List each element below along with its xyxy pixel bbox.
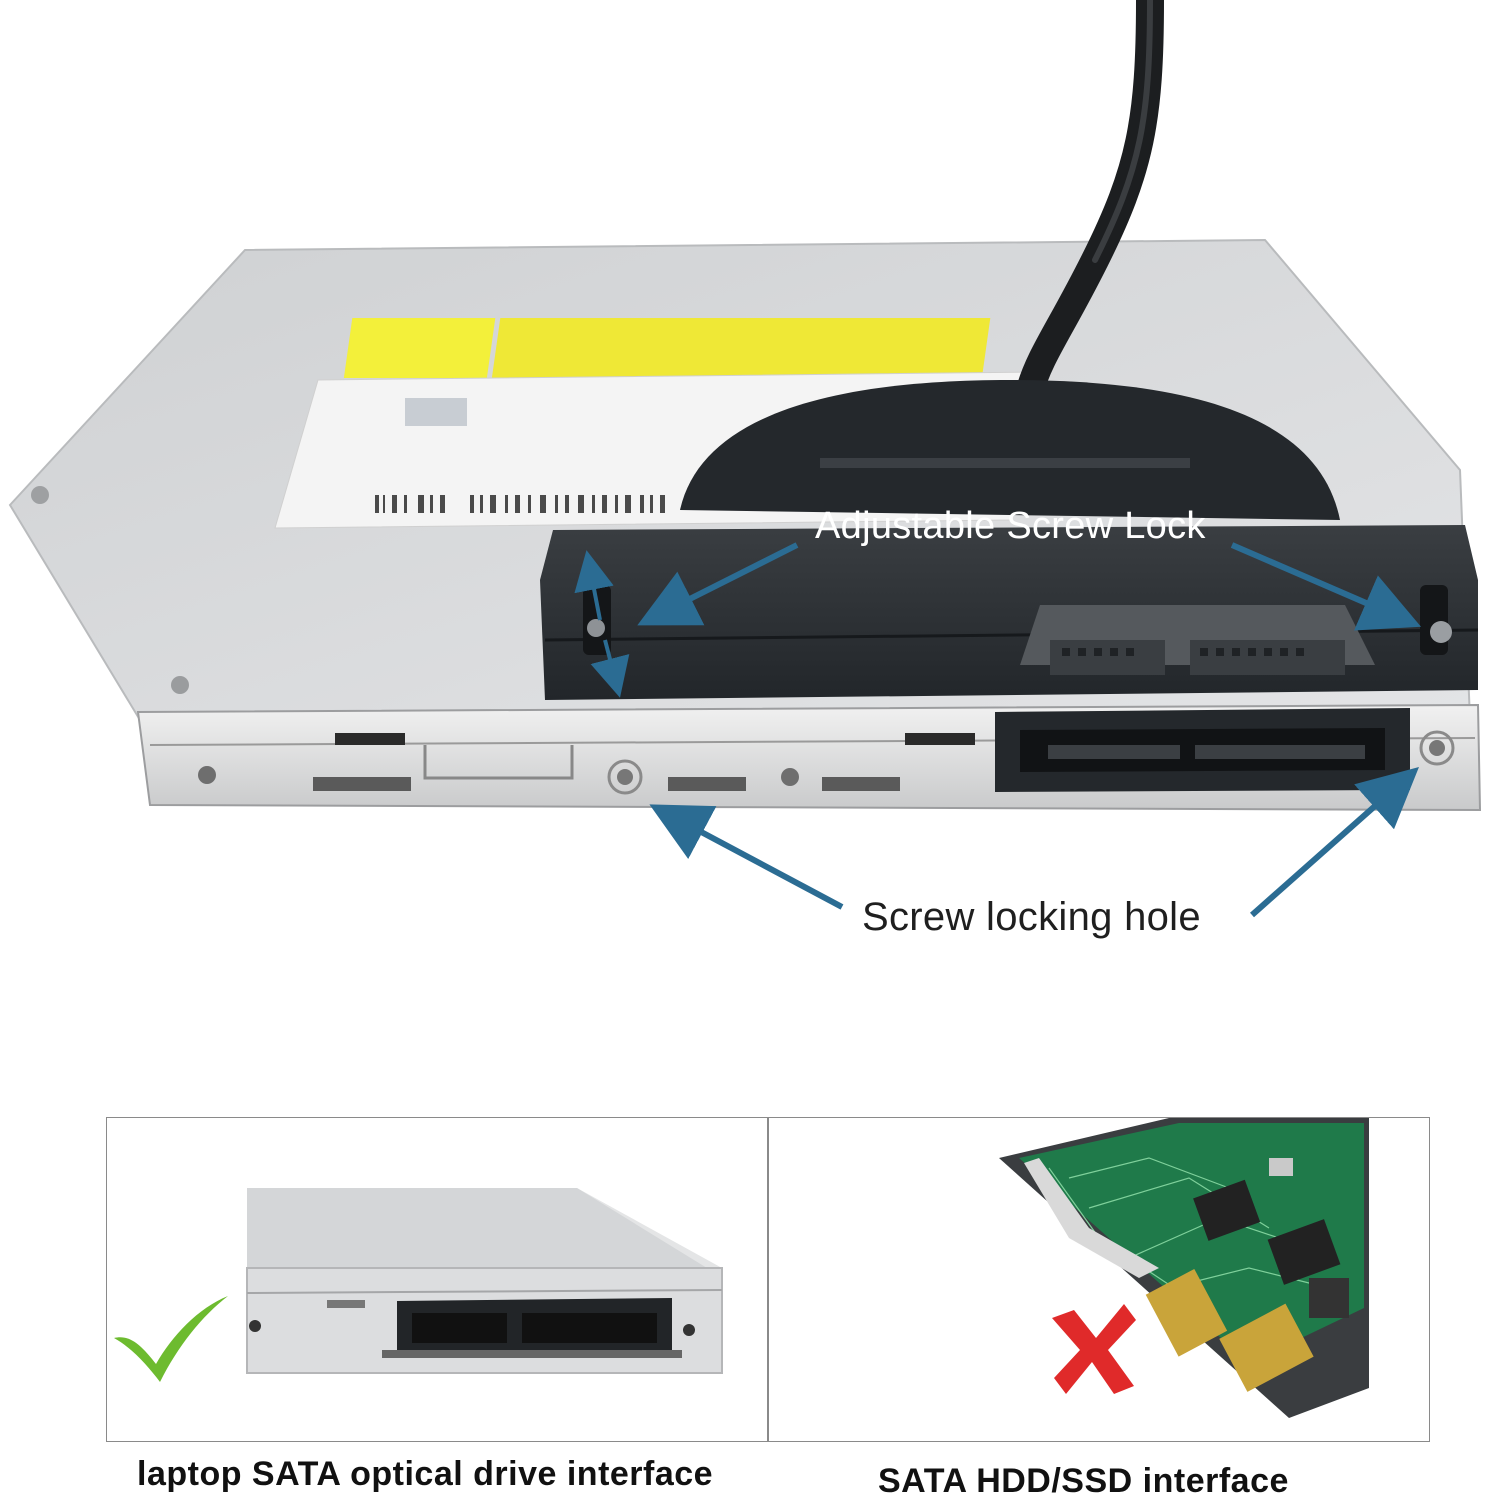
optical-drive bbox=[8, 238, 1482, 812]
compatible-caption: laptop SATA optical drive interface bbox=[137, 1455, 714, 1493]
product-scene bbox=[8, 0, 1482, 918]
compatible-panel bbox=[106, 1117, 768, 1442]
adjustable-screw-lock-label: Adjustable Screw Lock bbox=[815, 505, 1206, 547]
barcode-graphic bbox=[375, 495, 665, 513]
screw-locking-hole-label: Screw locking hole bbox=[862, 895, 1201, 939]
right-screw-lock-icon bbox=[1420, 585, 1448, 655]
annotation-arrows bbox=[574, 542, 1422, 918]
arrow-left-hole-icon bbox=[649, 804, 844, 910]
arrow-right-hole-icon bbox=[1250, 767, 1419, 918]
optical-drive-photo bbox=[246, 1188, 723, 1374]
cross-icon bbox=[1052, 1304, 1136, 1394]
adapter-body bbox=[540, 380, 1479, 700]
arrow-up-adjust-icon bbox=[574, 550, 614, 621]
arrow-left-screw-lock-icon bbox=[637, 542, 799, 626]
hdd-pcb-photo bbox=[999, 1118, 1369, 1418]
arrow-down-adjust-icon bbox=[590, 639, 630, 698]
check-icon bbox=[114, 1296, 228, 1382]
incompatible-caption: SATA HDD/SSD interface bbox=[878, 1462, 1289, 1500]
arrow-right-screw-lock-icon bbox=[1230, 542, 1422, 631]
incompatible-panel bbox=[768, 1117, 1430, 1442]
